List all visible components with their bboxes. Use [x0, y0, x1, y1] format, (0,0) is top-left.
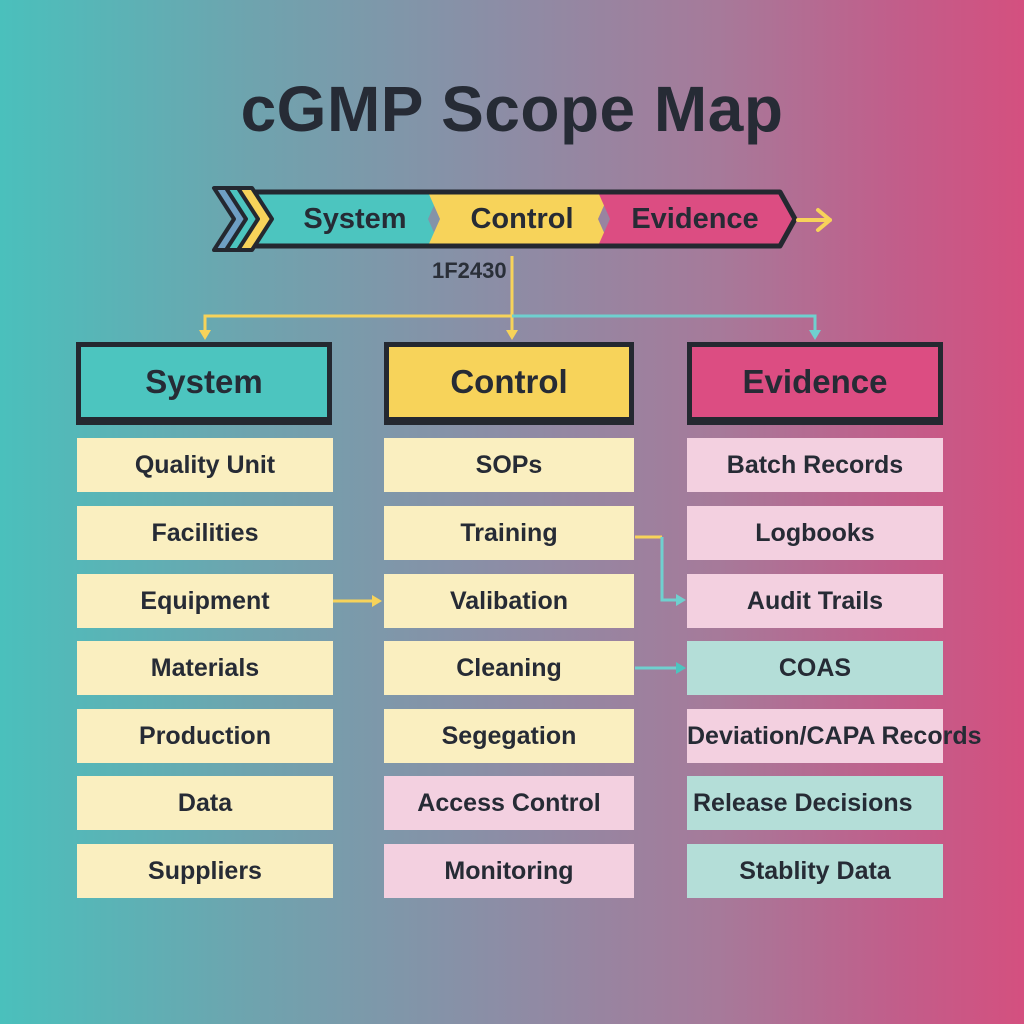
list-item: Deviation/CAPA Records — [687, 709, 982, 763]
arrow-right-icon — [796, 208, 832, 232]
list-item: SOPs — [384, 438, 634, 492]
chevron-right-icon — [212, 186, 274, 252]
list-item: Valibation — [384, 574, 634, 628]
list-item: Batch Records — [687, 438, 943, 492]
list-item: Monitoring — [384, 844, 634, 898]
list-item: Suppliers — [77, 844, 333, 898]
banner-shape — [212, 186, 832, 252]
list-item: Facilities — [77, 506, 333, 560]
page-title: cGMP Scope Map — [240, 73, 784, 145]
list-item: Stablity Data — [687, 844, 943, 898]
list-item: Production — [77, 709, 333, 763]
flow-banner: System Control Evidence — [210, 184, 840, 254]
list-item: COAS — [687, 641, 943, 695]
list-item: Logbooks — [687, 506, 943, 560]
banner-segment-system: System — [303, 203, 407, 235]
list-item: Quality Unit — [77, 438, 333, 492]
list-item: Materials — [77, 641, 333, 695]
list-item: Data — [77, 776, 333, 830]
list-item: Access Control — [384, 776, 634, 830]
list-item: Training — [384, 506, 634, 560]
column-header-evidence: Evidence — [687, 342, 943, 422]
color-code-label: 1F2430 — [432, 258, 507, 283]
banner-segment-control: Control — [470, 203, 574, 235]
column-header-control: Control — [384, 342, 634, 422]
list-item: Equipment — [77, 574, 333, 628]
banner-segment-evidence: Evidence — [631, 203, 759, 235]
list-item: Audit Trails — [687, 574, 943, 628]
list-item: Release Decisions — [687, 776, 943, 830]
list-item: Segegation — [384, 709, 634, 763]
list-item: Cleaning — [384, 641, 634, 695]
column-header-system: System — [76, 342, 332, 422]
